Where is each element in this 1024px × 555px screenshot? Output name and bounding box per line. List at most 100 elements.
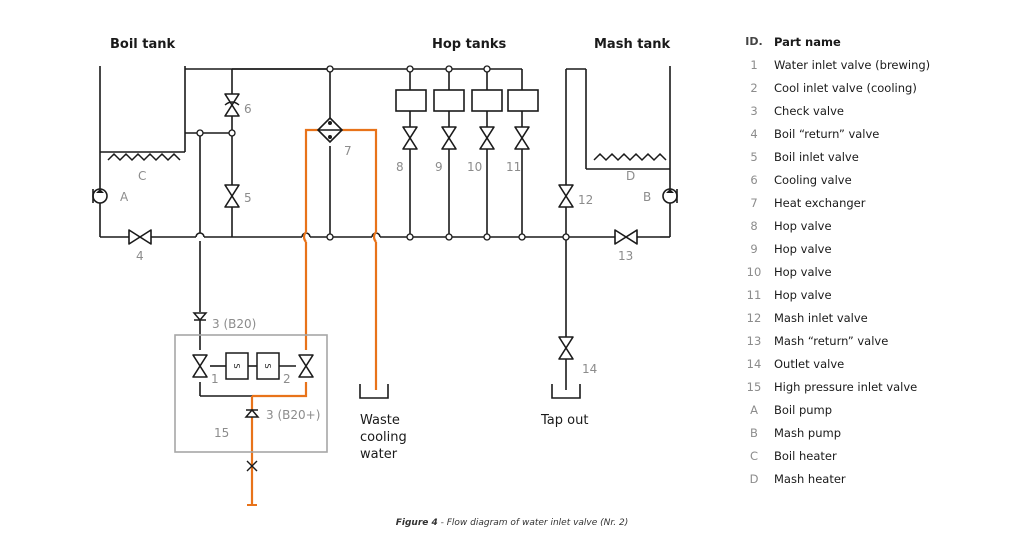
legend-part-name: Cooling valve (774, 172, 852, 187)
legend-id: C (749, 448, 759, 463)
legend-row: B Mash pump (736, 421, 1006, 444)
legend-row: 11 Hop valve (736, 283, 1006, 306)
boil-pump-icon (92, 188, 108, 204)
mash-heater-icon (593, 152, 667, 162)
valve-6-icon (224, 93, 240, 117)
legend-part-name: Mash heater (774, 471, 846, 486)
solenoid-2-icon (256, 352, 280, 380)
valve-9-label: 9 (435, 160, 443, 174)
legend-row: 5 Boil inlet valve (736, 145, 1006, 168)
solenoid-1-icon (225, 352, 249, 380)
solenoid-1-label: S (232, 363, 241, 368)
valve-12-label: 12 (578, 193, 593, 207)
junction-dots (196, 65, 570, 241)
hop-tanks (395, 89, 539, 112)
legend-id: 9 (750, 241, 758, 256)
flow-diagram: S S Boil tank Hop tanks Mash tank C D A … (92, 37, 678, 506)
legend-part-name: Boil inlet valve (774, 149, 859, 164)
check-valve-b20-label: 3 (B20) (212, 317, 256, 331)
legend-part-name: Hop valve (774, 264, 832, 279)
tap-out-label: Tap out (540, 413, 588, 428)
mash-tank-title: Mash tank (594, 37, 670, 52)
valve-13-label: 13 (618, 249, 633, 263)
valve-6-label: 6 (244, 102, 252, 116)
legend-part-name: Heat exchanger (774, 195, 866, 210)
heat-exchanger-icon (316, 116, 344, 144)
water-piping (250, 128, 378, 505)
valve-5-icon (224, 184, 240, 208)
legend-part-name: Check valve (774, 103, 844, 118)
legend-part-name: Boil heater (774, 448, 837, 463)
boil-tank-title: Boil tank (110, 37, 176, 52)
valve-10-icon (479, 126, 495, 150)
legend-part-name: Mash inlet valve (774, 310, 868, 325)
legend-header-name: Part name (774, 34, 841, 49)
supply-valve-icon (246, 460, 258, 472)
caption-figure: Figure 4 (395, 518, 438, 528)
valve-4-label: 4 (136, 249, 144, 263)
legend-part-name: Hop valve (774, 287, 832, 302)
legend-id: 5 (750, 149, 758, 164)
legend-part-name: Mash pump (774, 425, 841, 440)
legend-row: 10 Hop valve (736, 260, 1006, 283)
inlet-valve-2-label: 2 (283, 372, 291, 386)
inlet-valve-1-label: 1 (211, 372, 219, 386)
check-valve-b20-icon (192, 312, 208, 322)
legend-header-id: ID. (745, 35, 763, 48)
pump-a-label: A (120, 190, 129, 204)
valve-13-icon (614, 229, 638, 245)
legend-id: 13 (746, 333, 762, 348)
legend-id: 6 (750, 172, 758, 187)
valve-12-icon (558, 184, 574, 208)
check-valve-b20plus-label: 3 (B20+) (266, 408, 320, 422)
inlet-valve-2-icon (298, 354, 314, 378)
legend-id: 11 (746, 287, 762, 302)
legend-row: 6 Cooling valve (736, 168, 1006, 191)
legend-row: 7 Heat exchanger (736, 191, 1006, 214)
legend-row: D Mash heater (736, 467, 1006, 490)
legend-part-name: High pressure inlet valve (774, 379, 918, 394)
hop-tanks-title: Hop tanks (432, 37, 507, 52)
figure-caption: Figure 4 - Flow diagram of water inlet v… (0, 518, 1024, 528)
legend-id: 10 (746, 264, 762, 279)
valve-10-label: 10 (467, 160, 482, 174)
legend-id: B (750, 425, 758, 440)
black-piping (99, 66, 671, 399)
valve-7-label: 7 (344, 144, 352, 158)
mash-pump-icon (662, 188, 678, 204)
legend-id: 7 (750, 195, 758, 210)
legend-id: 2 (750, 80, 758, 95)
heater-d-label: D (626, 169, 635, 183)
legend-part-name: Cool inlet valve (cooling) (774, 80, 917, 95)
legend-id: D (749, 471, 759, 486)
pump-b-label: B (643, 190, 651, 204)
waste-label-3: water (360, 447, 398, 462)
waste-label-2: cooling (360, 430, 407, 445)
legend-part-name: Water inlet valve (brewing) (774, 57, 931, 72)
legend-id: 15 (746, 379, 762, 394)
legend-part-name: Outlet valve (774, 356, 845, 371)
valve-5-label: 5 (244, 191, 252, 205)
valve-11-icon (514, 126, 530, 150)
legend-row: 14 Outlet valve (736, 352, 1006, 375)
caption-text: - Flow diagram of water inlet valve (Nr.… (437, 518, 629, 528)
legend-row: C Boil heater (736, 444, 1006, 467)
legend-part-name: Boil pump (774, 402, 833, 417)
legend-id: 8 (750, 218, 758, 233)
inlet-block-15 (174, 334, 328, 453)
solenoid-2-label: S (263, 363, 272, 368)
waste-label-1: Waste (360, 413, 400, 428)
legend-id: 14 (746, 356, 762, 371)
valve-14-label: 14 (582, 362, 597, 376)
valve-9-icon (441, 126, 457, 150)
valve-8-label: 8 (396, 160, 404, 174)
